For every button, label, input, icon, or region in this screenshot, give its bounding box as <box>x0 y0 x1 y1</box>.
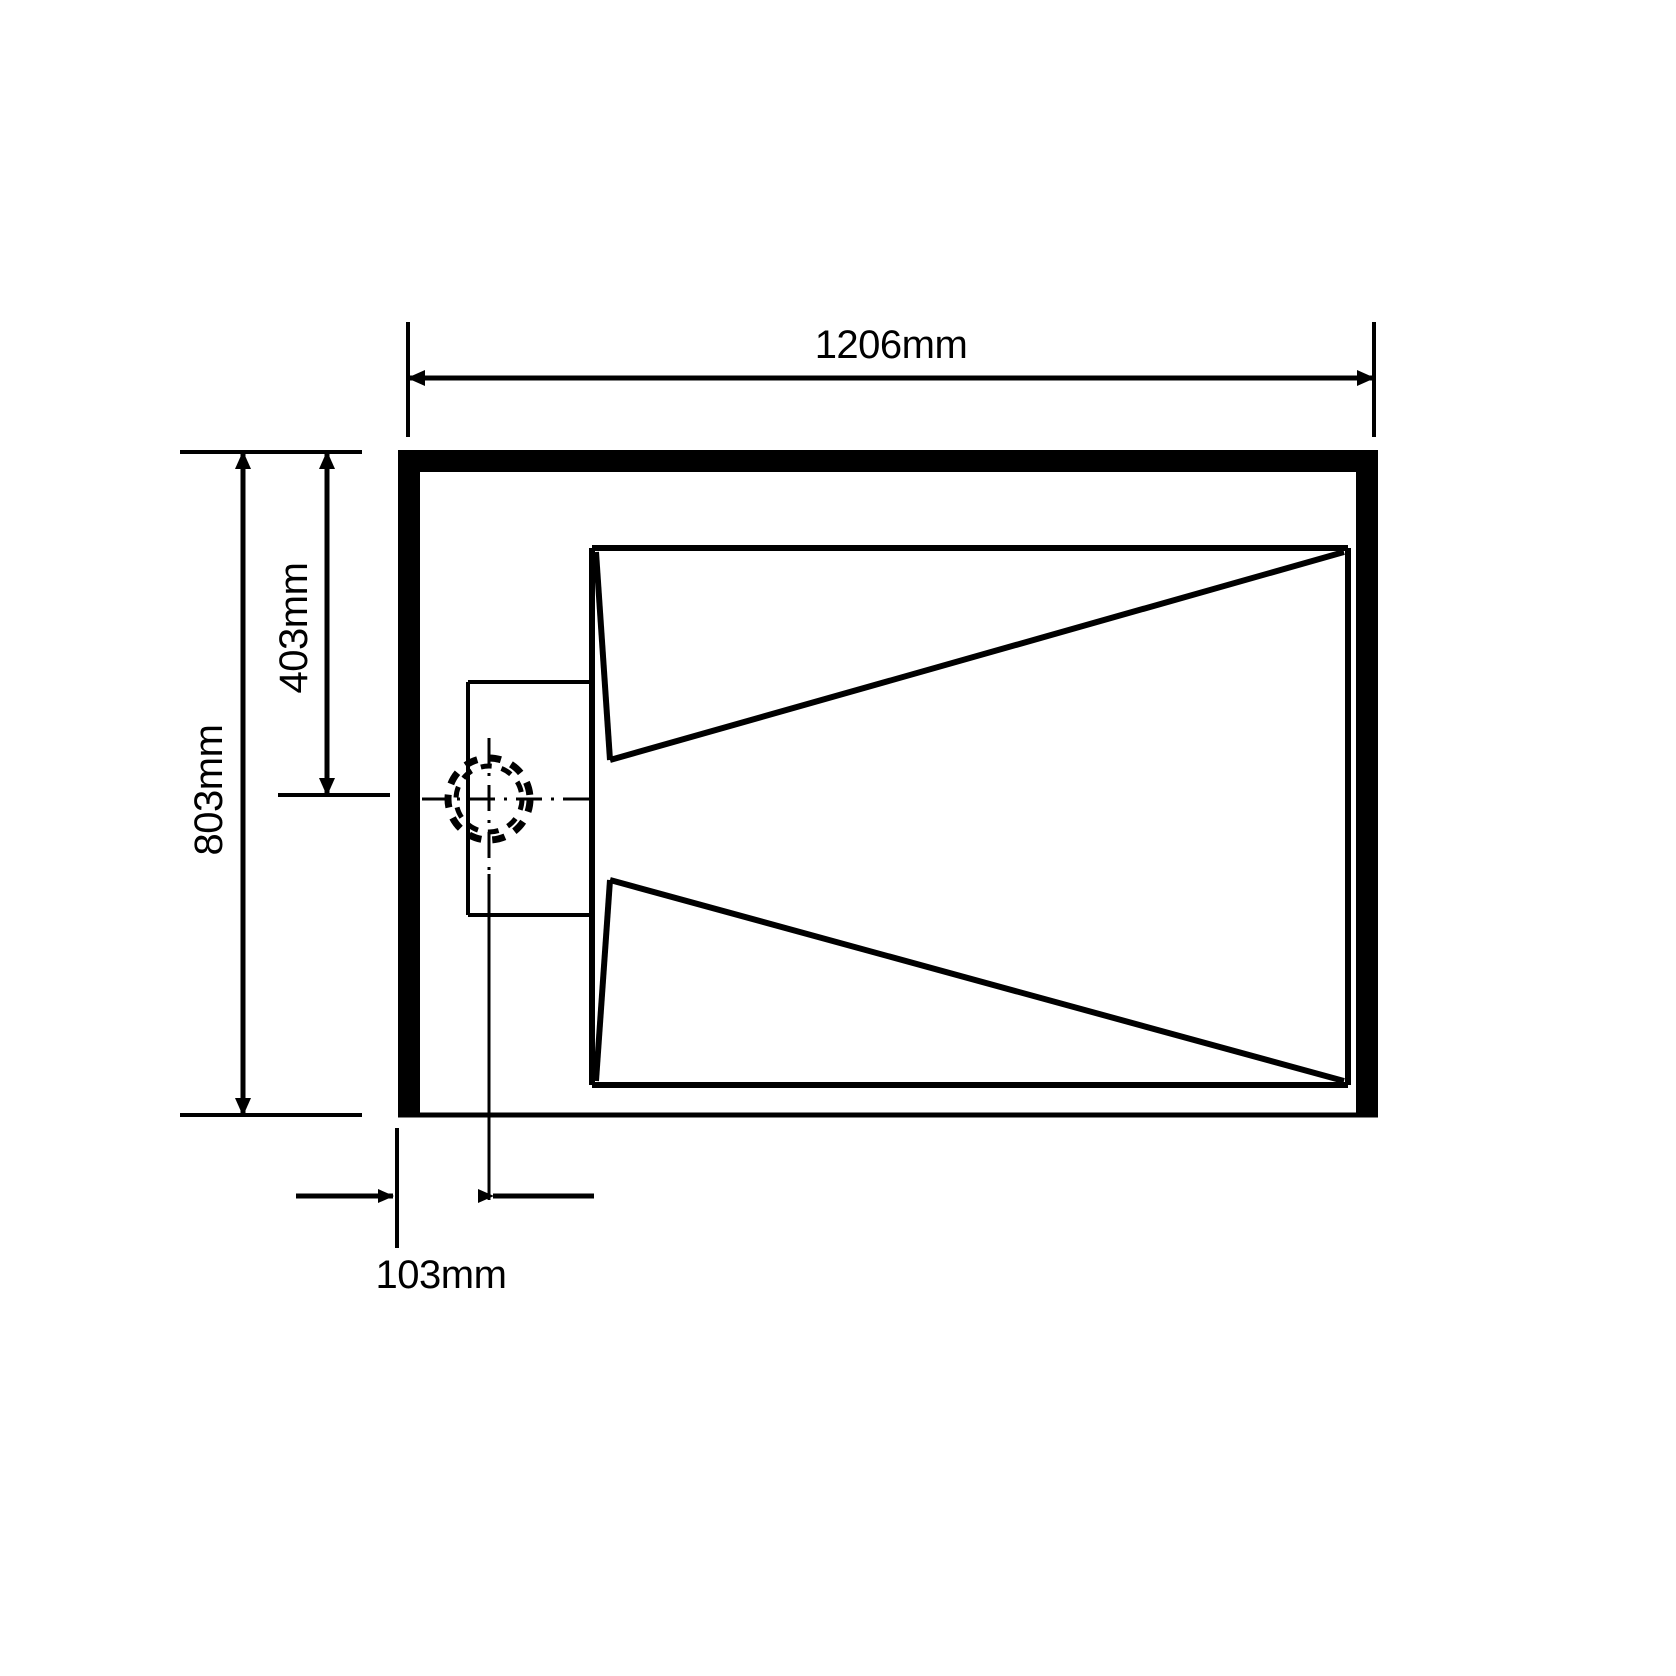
fall-line-upper <box>609 549 1345 763</box>
waste-outlet <box>422 738 592 1200</box>
dimension-drain-offset-103: 103mm <box>296 1128 594 1297</box>
dimension-label-drain-offset-vertical: 403mm <box>272 563 316 694</box>
dimension-width-1206: 1206mm <box>406 322 1376 437</box>
tray-outer-body <box>398 450 1378 1118</box>
tray-fall-lines <box>593 549 1345 1084</box>
fall-line-upper-kink <box>593 551 613 761</box>
dimension-drain-offset-403: 403mm <box>272 451 390 797</box>
dimension-depth-803: 803mm <box>180 450 362 1117</box>
drain-circle-outer-dashed <box>444 754 534 844</box>
tray-rim-right <box>1356 450 1378 1115</box>
fall-line-lower-kink <box>593 879 613 1082</box>
drain-circle-inner-dashed <box>453 763 525 835</box>
tray-rim-top <box>398 450 1378 472</box>
dimension-label-depth: 803mm <box>187 725 231 856</box>
tray-inner-recess <box>589 545 1351 1088</box>
dimension-label-drain-offset-horizontal: 103mm <box>376 1253 507 1297</box>
dimension-label-width: 1206mm <box>815 323 968 367</box>
tray-rim-left <box>398 450 420 1115</box>
fall-line-lower <box>609 877 1345 1084</box>
